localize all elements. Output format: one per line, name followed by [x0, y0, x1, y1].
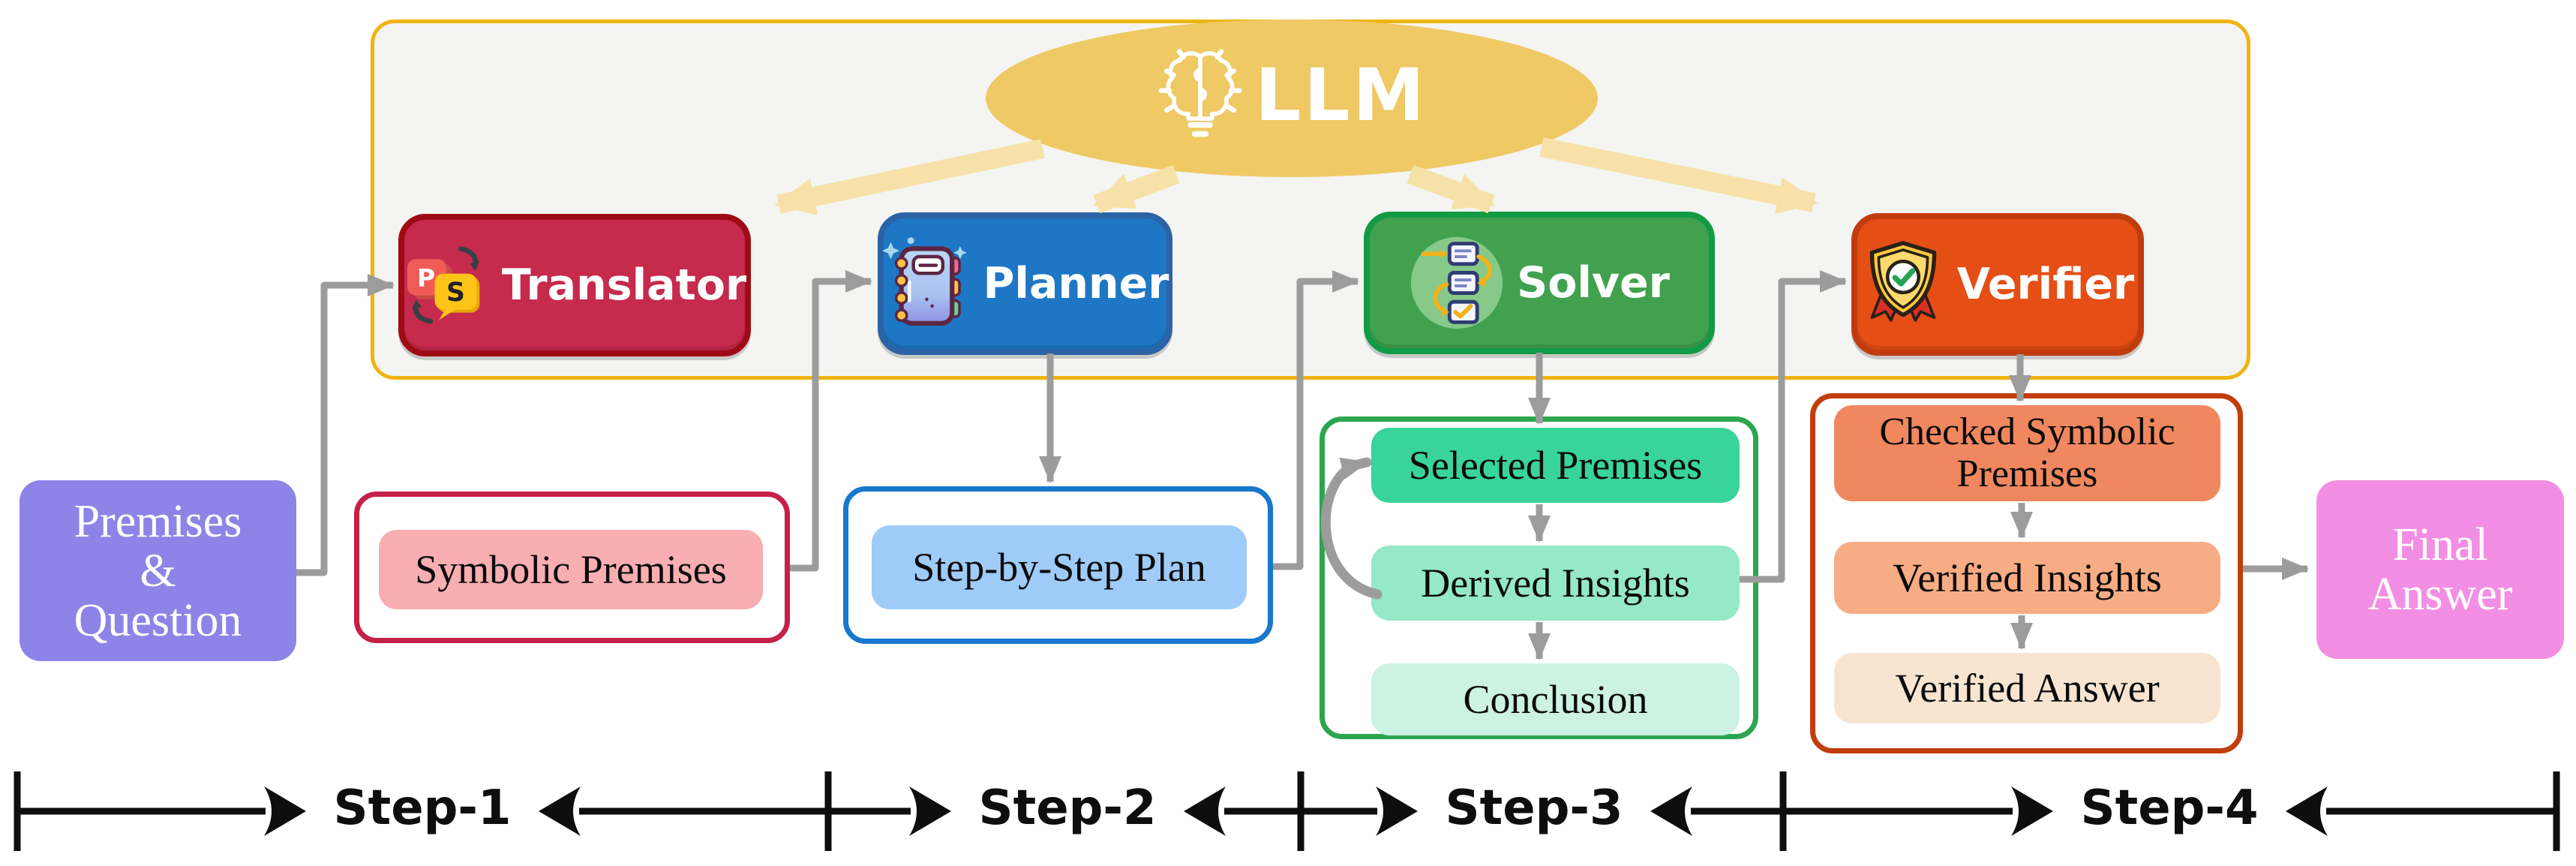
premises-question-box: Premises & Question	[20, 480, 296, 661]
module-verifier: Verifier	[1851, 213, 2144, 356]
step-label-2: Step-2	[978, 780, 1157, 836]
verified-insights-pill: Verified Insights	[1834, 542, 2220, 614]
module-solver: Solver	[1364, 212, 1715, 354]
derived-insights-pill: Derived Insights	[1371, 546, 1740, 621]
verified-answer-pill: Verified Answer	[1834, 653, 2220, 723]
selected-premises-pill: Selected Premises	[1371, 428, 1740, 503]
llm-label: LLM	[1255, 53, 1428, 137]
module-planner-label: Planner	[983, 258, 1169, 308]
final-answer-line: Answer	[2367, 569, 2513, 620]
brain-lightbulb-icon	[1158, 49, 1242, 137]
module-verifier-label: Verifier	[1956, 259, 2135, 309]
final-answer-box: Final Answer	[2316, 480, 2564, 659]
llm-ellipse: LLM	[986, 20, 1598, 177]
svg-text:S: S	[446, 278, 465, 308]
svg-text:P: P	[417, 264, 435, 293]
flow-checklist-icon	[1411, 236, 1503, 329]
shield-check-icon	[1869, 241, 1937, 322]
conclusion-pill: Conclusion	[1371, 663, 1740, 735]
step-label-1: Step-1	[333, 780, 512, 836]
checked-symbolic-premises-pill: Checked Symbolic Premises	[1834, 405, 2220, 501]
step-label-4: Step-4	[2080, 780, 2259, 836]
translate-icon: P S	[407, 246, 480, 324]
premises-question-line: &	[140, 545, 176, 597]
final-answer-line: Final	[2392, 519, 2488, 570]
symbolic-premises-pill: Symbolic Premises	[379, 530, 763, 609]
step-plan-pill: Step-by-Step Plan	[872, 525, 1247, 609]
step-axis-arrowheads	[264, 786, 2328, 836]
premises-question-line: Question	[74, 594, 242, 646]
premises-question-line: Premises	[74, 495, 242, 547]
module-translator-label: Translator	[501, 260, 747, 310]
module-solver-label: Solver	[1517, 257, 1670, 308]
module-planner: Planner	[878, 212, 1172, 355]
module-translator: P S Translator	[398, 214, 751, 356]
notebook-icon	[881, 237, 967, 326]
step-label-3: Step-3	[1445, 780, 1623, 836]
